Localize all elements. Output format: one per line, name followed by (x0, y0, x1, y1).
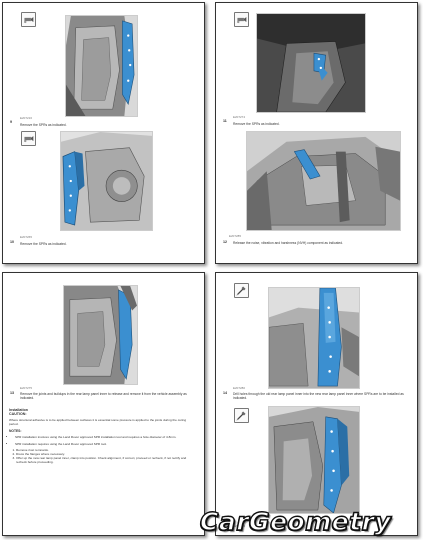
figure-id: E207216 (20, 116, 33, 120)
step-13-illustration (63, 285, 138, 385)
installation-section: Installation CAUTION: Where structural a… (9, 408, 196, 464)
manual-page-3: E207275 13 Remove the joints and buildup… (2, 272, 205, 536)
caution-label: CAUTION: (9, 412, 27, 416)
step-12-illustration (246, 131, 401, 231)
step-15-illustration (268, 406, 360, 514)
step-text: Remove the SPRs as indicated. (233, 122, 280, 126)
note-item: SPR installation requires using the Land… (15, 442, 196, 446)
install-steps-list: Remove rivet remnants. Dress the flanges… (9, 448, 196, 465)
figure-id: E207274 (233, 115, 246, 119)
manual-page-1: 9 E207216 Remove the SPRs as indicated. … (2, 2, 205, 264)
step-10-illustration (60, 131, 153, 231)
rivet-tool-icon (21, 12, 36, 27)
figure-id: E207285 (229, 234, 242, 238)
watermark-brand: CarGeometry (199, 506, 392, 536)
figure-id: E207275 (20, 386, 33, 390)
figure-id: E207280 (233, 386, 246, 390)
drill-icon (234, 283, 249, 298)
install-step: Offer up the new rear lamp panel inner, … (16, 456, 196, 464)
notes-label: NOTES: (9, 429, 22, 434)
step-text: Remove the SPRs as indicated. (20, 123, 67, 127)
manual-page-2: 11 E207274 Remove the SPRs as indicated.… (215, 2, 418, 264)
step-number: 11 (223, 119, 227, 123)
step-text: Release the noise, vibration and harshne… (233, 241, 343, 245)
step-text: Remove the SPRs as indicated. (20, 242, 67, 246)
step-number: 12 (223, 240, 227, 244)
step-text: Drill holes through the old rear lamp pa… (233, 392, 404, 401)
step-number: 13 (10, 391, 14, 395)
figure-id: E207283 (233, 524, 246, 528)
drill-icon (234, 408, 249, 423)
step-11-illustration (256, 13, 366, 113)
figure-id: E207265 (20, 235, 33, 239)
rivet-tool-icon (21, 131, 36, 146)
rivet-tool-icon (234, 12, 249, 27)
caution-text: Where structural adhesive is to be appli… (9, 418, 187, 427)
note-item: SPR installation involves using the Land… (15, 435, 196, 439)
notes-list: SPR installation involves using the Land… (9, 435, 196, 445)
installation-heading: Installation (9, 408, 28, 412)
step-14-illustration (268, 287, 360, 389)
step-number: 14 (223, 391, 227, 395)
install-step: Dress the flanges where necessary. (16, 452, 196, 456)
install-step: Remove rivet remnants. (16, 448, 196, 452)
step-number: 9 (10, 120, 12, 124)
manual-page-4: E207280 14 Drill holes through the old r… (215, 272, 418, 536)
step-number: 10 (10, 240, 14, 244)
step-9-illustration (65, 15, 138, 117)
step-text: Remove the joints and buildups in the re… (20, 392, 187, 401)
